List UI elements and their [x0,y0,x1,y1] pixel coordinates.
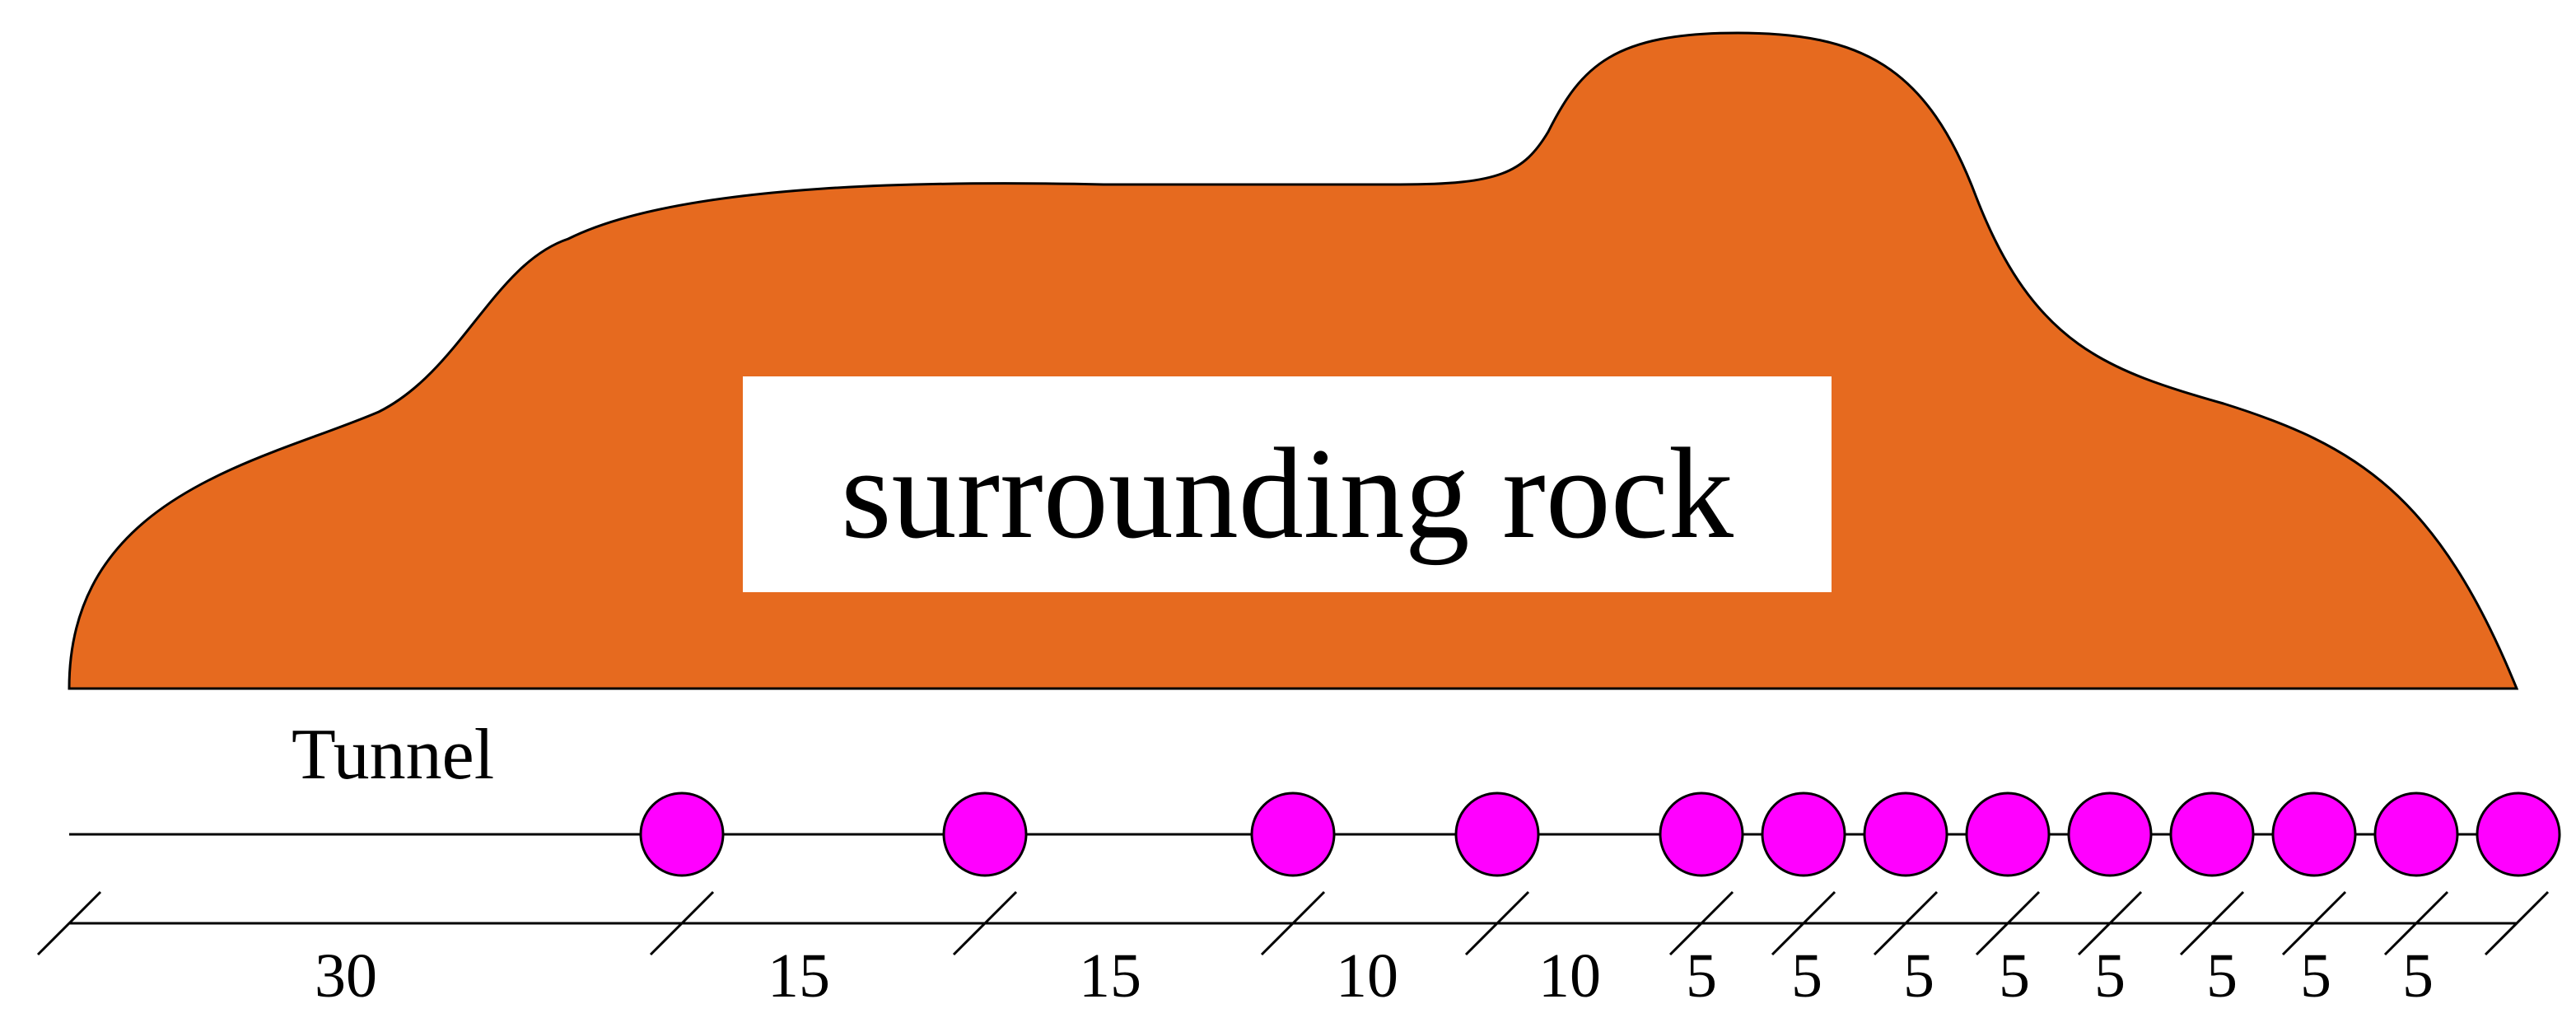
spacing-label: 5 [2300,941,2331,1011]
monitoring-point [2373,792,2459,877]
monitoring-point [1965,792,2051,877]
monitoring-point [1250,792,1336,877]
monitoring-point [942,792,1028,877]
dimension-tick [649,890,715,956]
monitoring-point [1761,792,1846,877]
spacing-label: 30 [315,941,377,1011]
monitoring-point [2271,792,2357,877]
dimension-tick [2484,890,2550,956]
dimension-tick [952,890,1018,956]
rock-label-box [743,376,1832,592]
monitoring-point [2067,792,2153,877]
dimension-tick [1260,890,1326,956]
spacing-label: 10 [1336,941,1398,1011]
monitoring-point [639,792,725,877]
spacing-label: 15 [768,941,830,1011]
dimension-tick [2383,890,2449,956]
spacing-label: 5 [1686,941,1717,1011]
dimension-ticks [36,890,2550,956]
spacing-label: 5 [2402,941,2434,1011]
spacing-label: 15 [1079,941,1141,1011]
monitoring-point [1454,792,1540,877]
dimension-tick [1771,890,1836,956]
dimension-tick [36,890,102,956]
spacing-label: 5 [2206,941,2238,1011]
monitoring-point [2476,792,2561,877]
dimension-tick [1668,890,1734,956]
dimension-tick [2077,890,2143,956]
monitoring-point [1863,792,1948,877]
monitoring-points [639,792,2561,877]
spacing-label: 5 [2094,941,2126,1011]
spacing-label: 10 [1538,941,1601,1011]
dimension-tick [2281,890,2347,956]
dimension-tick [2179,890,2245,956]
dimension-tick [1975,890,2041,956]
spacing-label: 5 [1791,941,1822,1011]
monitoring-point [1659,792,1744,877]
surrounding-rock-shape [68,31,2519,690]
tunnel-label: Tunnel [292,715,494,795]
spacing-label: 5 [1903,941,1934,1011]
spacing-label: 5 [1999,941,2030,1011]
dimension-tick [1464,890,1530,956]
dimension-tick [1873,890,1939,956]
rock-label: surrounding rock [841,422,1734,566]
monitoring-point [2169,792,2255,877]
